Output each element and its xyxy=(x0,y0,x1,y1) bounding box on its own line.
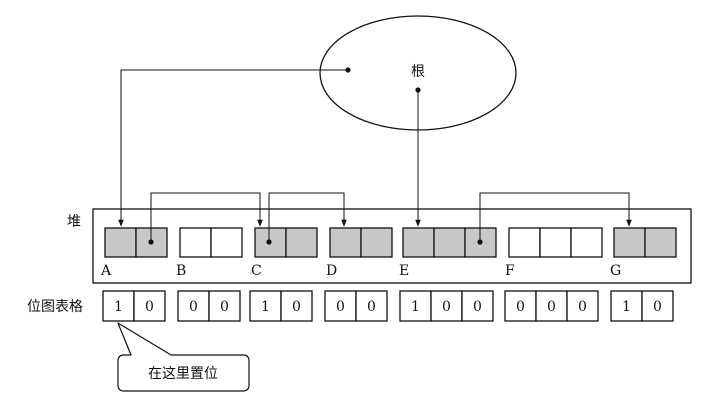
heap-object-label-c: C xyxy=(251,263,262,279)
heap-object-label-g: G xyxy=(610,263,621,279)
heap-object-label-a: A xyxy=(100,263,112,279)
bitmap-bit-0-1: 0 xyxy=(145,299,154,315)
bitmap-cell-2-0 xyxy=(249,290,282,322)
pointer-A-to-C xyxy=(150,192,263,242)
callout: 在这里置位 xyxy=(117,322,250,392)
heap-label: 堆 xyxy=(67,214,81,230)
heap-cell-e-1 xyxy=(433,227,466,258)
bitmap-cell-4-1 xyxy=(430,290,463,322)
bitmap-bit-1-0: 0 xyxy=(189,299,198,315)
heap-object-label-f: F xyxy=(505,263,515,279)
pointer-dot-A xyxy=(148,239,154,245)
bitmap-bit-5-0: 0 xyxy=(516,299,525,315)
bitmap-bit-4-2: 0 xyxy=(473,299,482,315)
heap-cell-e-0 xyxy=(402,227,435,258)
pointer-dot-E xyxy=(477,239,483,245)
heap-cell-g-0 xyxy=(613,227,646,258)
bitmap-cell-4-2 xyxy=(461,290,494,322)
heap-cell-d-0 xyxy=(329,227,362,258)
heap-cell-a-0 xyxy=(104,227,137,258)
bitmap-cell-3-1 xyxy=(355,290,388,322)
heap-cell-g-1 xyxy=(644,227,677,258)
bitmap-bit-0-0: 1 xyxy=(114,299,123,315)
bitmap-bit-5-1: 0 xyxy=(547,299,556,315)
heap-cell-b-0 xyxy=(179,227,212,258)
bitmap-cell-2-1 xyxy=(280,290,313,322)
heap-cell-f-0 xyxy=(508,227,541,258)
heap-object-label-b: B xyxy=(176,263,186,279)
bitmap-cell-0-1 xyxy=(133,290,166,322)
bitmap-cell-6-1 xyxy=(641,290,674,322)
pointer-dot-C xyxy=(266,239,272,245)
heap-cell-b-1 xyxy=(210,227,243,258)
pointer-dot-root-A xyxy=(345,67,351,73)
pointer-dot-root-E xyxy=(415,87,421,93)
bitmap-bit-2-1: 0 xyxy=(292,299,301,315)
callout-text: 在这里置位 xyxy=(148,365,218,382)
heap-cell-f-1 xyxy=(539,227,572,258)
pointer-lines xyxy=(118,67,632,245)
bitmap-bit-4-0: 1 xyxy=(411,299,420,315)
heap-objects xyxy=(104,227,677,258)
bitmap-cell-6-0 xyxy=(610,290,643,322)
bitmap-bit-6-0: 1 xyxy=(622,299,631,315)
bitmap-bit-1-1: 0 xyxy=(220,299,229,315)
pointer-C-to-D xyxy=(268,192,347,242)
callout-bubble xyxy=(117,322,250,392)
heap-cell-d-1 xyxy=(360,227,393,258)
bitmap-cell-0-0 xyxy=(102,290,135,322)
bitmap-bit-2-0: 1 xyxy=(261,299,270,315)
bitmap-cell-1-1 xyxy=(208,290,241,322)
bitmap-bit-4-1: 0 xyxy=(442,299,451,315)
heap-cell-f-2 xyxy=(570,227,603,258)
pointer-E-to-G xyxy=(479,192,632,242)
heap-cell-c-1 xyxy=(285,227,318,258)
bitmap-bit-3-1: 0 xyxy=(367,299,376,315)
bitmap-bit-6-1: 0 xyxy=(653,299,662,315)
heap-object-label-e: E xyxy=(399,263,409,279)
bitmap-cell-4-0 xyxy=(399,290,432,322)
heap-frame xyxy=(92,208,692,284)
bitmap-label: 位图表格 xyxy=(27,299,83,315)
bitmap-cell-5-0 xyxy=(504,290,537,322)
bitmap-cell-5-1 xyxy=(535,290,568,322)
root-label: 根 xyxy=(411,64,425,80)
heap-object-label-d: D xyxy=(326,263,337,279)
bitmap-bit-3-0: 0 xyxy=(336,299,345,315)
pointer-root-to-A xyxy=(118,69,348,227)
bitmap-bit-5-2: 0 xyxy=(578,299,587,315)
heap-object-labels: A B C D E F G xyxy=(100,263,621,279)
bitmap-table: 1 0 0 0 1 0 0 0 1 0 0 0 0 0 1 0 xyxy=(102,290,674,322)
bitmap-cell-1-0 xyxy=(177,290,210,322)
bitmap-cell-5-2 xyxy=(566,290,599,322)
